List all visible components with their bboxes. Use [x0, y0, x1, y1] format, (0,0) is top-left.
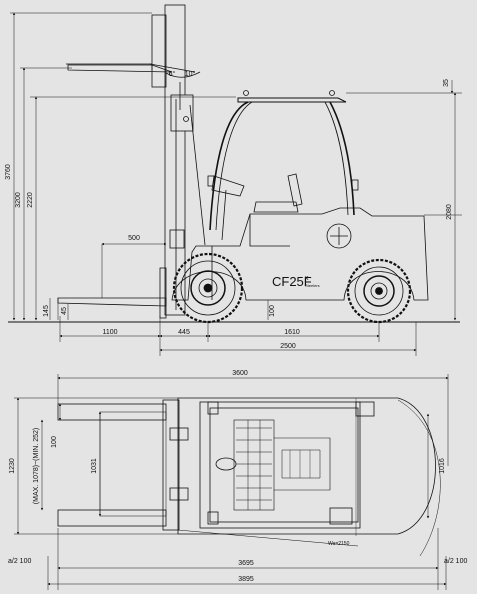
turning-radius-label: Wa=2150 — [328, 541, 350, 547]
side-view-labels: 3760 3200 2220 2080 35 500 145 45 100 11… — [5, 70, 453, 350]
raised-forks — [66, 63, 196, 73]
mast — [151, 4, 206, 316]
side-dimension-lines — [10, 12, 462, 356]
dim-1031: 1031 — [91, 458, 98, 474]
model-series: Steelers — [305, 283, 320, 288]
dim-445: 445 — [178, 329, 190, 336]
carriage — [162, 399, 180, 531]
fork-lower — [57, 509, 167, 527]
tilt-arc — [165, 71, 201, 78]
dim-2220: 2220 — [27, 192, 34, 208]
model-name: CF25F — [272, 274, 312, 289]
overhead-guard — [209, 90, 355, 231]
dim-1100: 1100 — [102, 329, 117, 336]
model-suffix: x — [305, 275, 309, 282]
truck-body — [171, 175, 429, 301]
aisle-right-label: a/2 100 — [444, 558, 467, 565]
dim-3695: 3695 — [238, 560, 254, 567]
dim-3895: 3895 — [238, 576, 254, 583]
tilt-forward-label: 6° — [169, 70, 176, 78]
top-dimension-lines — [14, 374, 449, 590]
dim-100-side: 100 — [269, 305, 276, 317]
dim-1230: 1230 — [9, 458, 16, 474]
dim-3200: 3200 — [15, 192, 22, 208]
dim-100-fork: 100 — [51, 436, 58, 448]
dim-35: 35 — [443, 79, 450, 87]
dim-3760: 3760 — [5, 164, 12, 180]
dim-145: 145 — [43, 305, 50, 317]
top-view-labels: 3600 1230 (MAX. 1078)~(MIN. 252) 100 103… — [8, 370, 467, 583]
operator-seat — [211, 173, 303, 241]
rear-wheel — [346, 258, 412, 324]
aisle-left-label: a/2 100 — [8, 558, 31, 565]
dim-500: 500 — [128, 235, 140, 242]
front-wheel — [172, 252, 244, 324]
dim-2500: 2500 — [280, 343, 296, 350]
dim-45: 45 — [61, 307, 68, 315]
top-view — [57, 397, 441, 557]
dim-3600: 3600 — [232, 370, 248, 377]
dim-1610: 1610 — [284, 329, 300, 336]
side-view — [8, 4, 460, 324]
truck-outline — [177, 397, 436, 535]
tilt-backward-label: 10° — [185, 70, 196, 78]
dim-2080: 2080 — [446, 204, 453, 220]
dim-fork-spread: (MAX. 1078)~(MIN. 252) — [33, 428, 40, 504]
dim-1016: 1016 — [439, 458, 446, 474]
